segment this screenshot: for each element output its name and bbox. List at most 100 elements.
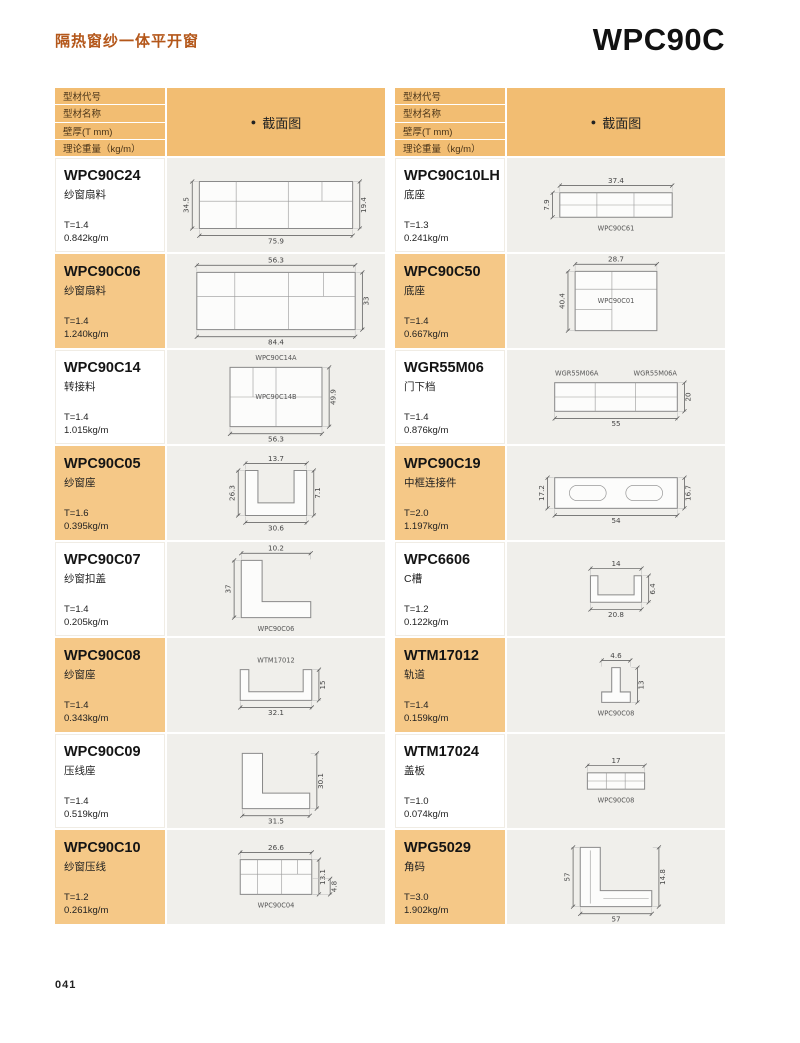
svg-text:19.4: 19.4 [359, 197, 368, 213]
header-cell-name: 型材名称 [395, 105, 505, 123]
profile-info-cell: WPC6606 C槽 T=1.2 0.122kg/m [395, 542, 505, 636]
tables-container: 型材代号 型材名称 壁厚(T mm) 理论重量（kg/m） ● 截面图 WPC9… [55, 88, 725, 926]
svg-text:13.7: 13.7 [268, 454, 284, 463]
svg-text:WPC90C06: WPC90C06 [258, 625, 295, 633]
profile-name: 纱窗扇料 [64, 189, 106, 201]
svg-text:84.4: 84.4 [268, 337, 284, 346]
svg-text:14: 14 [611, 559, 621, 568]
svg-text:WPC90C01: WPC90C01 [598, 297, 635, 305]
svg-text:WPC90C04: WPC90C04 [258, 902, 295, 910]
profile-weight: 0.205kg/m [64, 617, 109, 628]
svg-text:57: 57 [563, 872, 572, 881]
profile-info-cell: WPC90C14 转接料 T=1.4 1.015kg/m [55, 350, 165, 444]
svg-text:WPC90C14B: WPC90C14B [255, 393, 297, 401]
header-cell-weight: 理论重量（kg/m） [395, 139, 505, 156]
profile-name: 门下档 [404, 381, 436, 393]
profile-code: WPC6606 [404, 552, 471, 568]
profile-name: 纱窗座 [64, 477, 96, 489]
svg-text:20.8: 20.8 [608, 610, 624, 619]
profile-weight: 0.667kg/m [404, 329, 449, 340]
svg-text:WTM17012: WTM17012 [257, 657, 294, 665]
section-diagram-title: 截面图 [262, 115, 302, 131]
svg-text:14.8: 14.8 [658, 869, 667, 885]
svg-text:26.3: 26.3 [228, 485, 237, 501]
profile-code: WPC90C07 [64, 552, 141, 568]
profile-weight: 0.343kg/m [64, 713, 109, 724]
profile-name: 轨道 [404, 669, 425, 681]
profile-code: WPC90C50 [404, 264, 481, 280]
table-header-left: 型材代号 型材名称 壁厚(T mm) 理论重量（kg/m） ● 截面图 [55, 88, 385, 156]
profile-code: WTM17012 [404, 648, 479, 664]
profile-code: WPC90C10 [64, 840, 141, 856]
profile-name: 纱窗压线 [64, 861, 106, 873]
svg-text:57: 57 [611, 914, 620, 923]
page-number: 041 [55, 979, 77, 991]
header-cell-thickness: 壁厚(T mm) [395, 122, 505, 140]
section-diagram-header: ● 截面图 [507, 88, 725, 156]
profile-thickness: T=1.4 [64, 412, 89, 423]
profile-table-right: 型材代号 型材名称 壁厚(T mm) 理论重量（kg/m） ● 截面图 WPC9… [395, 88, 725, 926]
profile-thickness: T=1.4 [404, 700, 429, 711]
profile-name: 盖板 [404, 765, 425, 777]
svg-text:4.6: 4.6 [610, 651, 622, 660]
profile-code: WPC90C08 [64, 648, 141, 664]
header-cell-code: 型材代号 [55, 88, 165, 106]
profile-weight: 1.902kg/m [404, 905, 449, 916]
profile-name: 纱窗扣盖 [64, 573, 106, 585]
profile-thickness: T=1.2 [404, 604, 429, 615]
svg-text:10.2: 10.2 [268, 544, 284, 553]
profile-thickness: T=1.4 [404, 316, 429, 327]
profile-thickness: T=1.2 [64, 892, 89, 903]
profile-code: WGR55M06 [404, 360, 484, 376]
profile-code: WPC90C05 [64, 456, 141, 472]
profile-row: WGR55M06 门下档 T=1.4 0.876kg/m 20 55 WGR55M0… [395, 350, 725, 444]
profile-thickness: T=1.4 [64, 220, 89, 231]
profile-name: 底座 [404, 285, 425, 297]
header-label-column: 型材代号 型材名称 壁厚(T mm) 理论重量（kg/m） [395, 88, 505, 156]
profile-name: 转接料 [64, 381, 96, 393]
profile-info-cell: WPC90C10LH 底座 T=1.3 0.241kg/m [395, 158, 505, 252]
profile-weight: 0.395kg/m [64, 521, 109, 532]
profile-info-cell: WPC90C24 纱窗扇料 T=1.4 0.842kg/m [55, 158, 165, 252]
svg-text:20: 20 [684, 392, 693, 402]
profile-info-cell: WTM17012 轨道 T=1.4 0.159kg/m [395, 638, 505, 732]
svg-text:28.7: 28.7 [608, 255, 624, 264]
profile-weight: 1.240kg/m [64, 329, 109, 340]
svg-text:54: 54 [611, 516, 621, 525]
svg-text:30.6: 30.6 [268, 523, 284, 532]
profile-table-left: 型材代号 型材名称 壁厚(T mm) 理论重量（kg/m） ● 截面图 WPC9… [55, 88, 385, 926]
profile-weight: 0.876kg/m [404, 425, 449, 436]
profile-info-cell: WGR55M06 门下档 T=1.4 0.876kg/m [395, 350, 505, 444]
profile-name: 纱窗座 [64, 669, 96, 681]
svg-text:13: 13 [637, 680, 646, 689]
svg-text:56.3: 56.3 [268, 434, 284, 443]
profile-weight: 0.159kg/m [404, 713, 449, 724]
svg-text:WGR55M06A: WGR55M06A [634, 370, 678, 378]
profile-code: WPC90C06 [64, 264, 141, 280]
profile-info-cell: WPC90C06 纱窗扇料 T=1.4 1.240kg/m [55, 254, 165, 348]
profile-info-cell: WPC90C07 纱窗扣盖 T=1.4 0.205kg/m [55, 542, 165, 636]
bullet-icon: ● [590, 116, 597, 127]
svg-text:55: 55 [611, 419, 620, 428]
svg-text:7.1: 7.1 [313, 487, 322, 498]
bullet-icon: ● [250, 116, 257, 127]
svg-text:17.2: 17.2 [537, 485, 546, 501]
svg-text:16.7: 16.7 [684, 485, 693, 501]
